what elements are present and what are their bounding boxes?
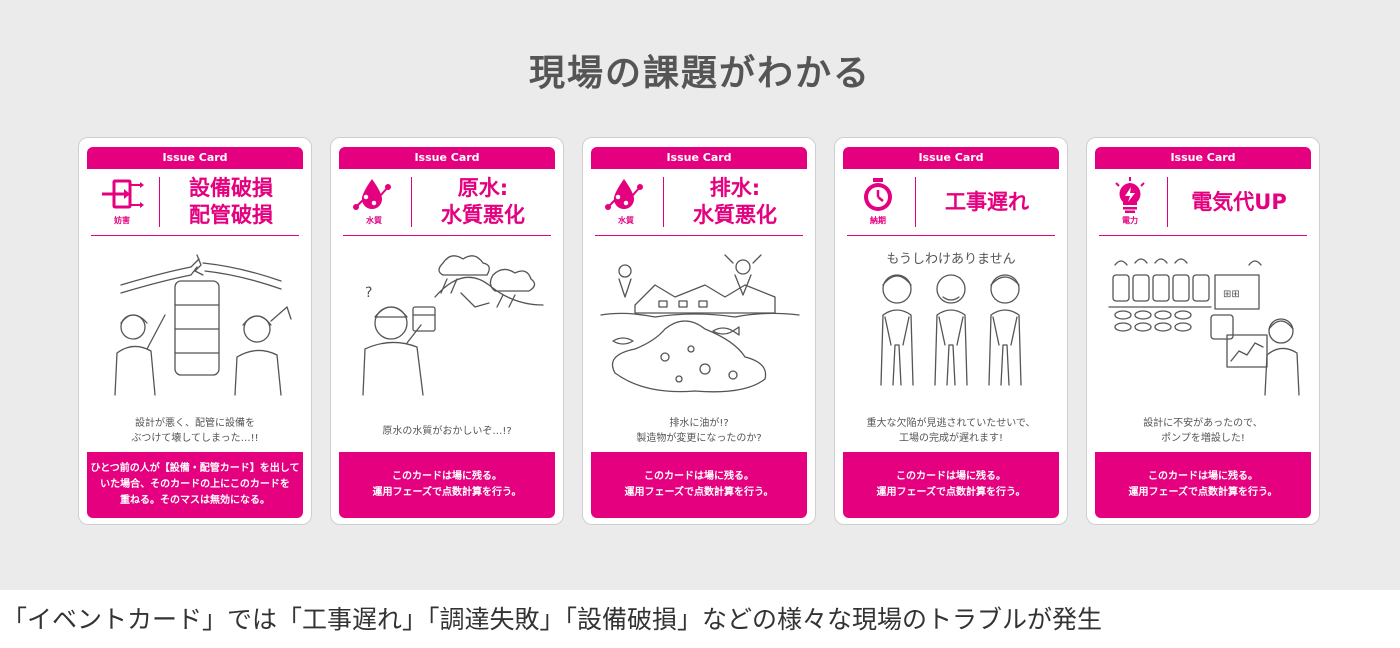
card-footer: このカードは場に残る。 運用フェーズで点数計算を行う。 (591, 452, 807, 518)
card-footer: このカードは場に残る。 運用フェーズで点数計算を行う。 (339, 452, 555, 518)
card-caption: 原水の水質がおかしいぞ…!? (343, 409, 551, 453)
card-caption: 設計が悪く、配管に設備を ぶつけて壊してしまった…!! (91, 409, 299, 453)
card-header: Issue Card (591, 147, 807, 169)
card-caption: 重大な欠陥が見逃されていたせいで、 工場の完成が遅れます! (847, 409, 1055, 453)
pipe-damage-icon (102, 179, 144, 209)
card-category: 電力 (1099, 175, 1161, 233)
caption-line-2: 工場の完成が遅れます! (898, 433, 1003, 444)
card-title-line-1: 電気代UP (1191, 189, 1287, 214)
page-heading: 現場の課題がわかる (528, 53, 871, 94)
card-title-line-1: 工事遅れ (945, 189, 1029, 214)
card-category: 水質 (595, 175, 657, 233)
card-titlebar: 水質 排水: 水質悪化 (595, 169, 803, 236)
card-title-line-1: 排水: (709, 176, 761, 200)
svg-text:⊞⊞: ⊞⊞ (1223, 289, 1240, 300)
water-check-illustration: ? (362, 255, 544, 396)
broken-pipe-illustration (114, 254, 292, 396)
card-title: 工事遅れ (919, 169, 1055, 235)
category-label: 水質 (618, 216, 634, 225)
footer-line-1: このカードは場に残る。 (644, 471, 754, 482)
stopwatch-icon (864, 178, 892, 211)
card-title: 設備破損 配管破損 (163, 169, 299, 235)
card-body: Issue Card 電力 (1095, 147, 1311, 518)
footer-line-2: 運用フェーズで点数計算を行う。 (876, 487, 1026, 498)
card-category: 妨害 (91, 175, 153, 233)
caption-line-1: 重大な欠陥が見逃されていたせいで、 (866, 418, 1036, 429)
card-title-line-2: 水質悪化 (441, 203, 525, 227)
card-titlebar: 電力 電気代UP (1099, 169, 1307, 236)
title-divider (915, 177, 916, 227)
issue-card-2[interactable]: Issue Card 水質 (330, 137, 564, 525)
card-body: Issue Card 水質 (339, 147, 555, 518)
card-title-line-1: 設備破損 (189, 176, 273, 200)
card-title-line-2: 配管破損 (189, 203, 273, 227)
category-label: 水質 (366, 216, 382, 225)
card-title-line-1: 原水: (457, 176, 509, 200)
caption-line-2: ぶつけて壊してしまった…!! (131, 433, 259, 444)
category-label: 納期 (870, 216, 886, 225)
footer-line-2: 運用フェーズで点数計算を行う。 (624, 487, 774, 498)
issue-card-1[interactable]: Issue Card 妨害 (78, 137, 312, 525)
card-header: Issue Card (339, 147, 555, 169)
card-footer: このカードは場に残る。 運用フェーズで点数計算を行う。 (1095, 452, 1311, 518)
issue-card-3[interactable]: Issue Card 水質 (582, 137, 816, 525)
card-body: Issue Card 妨害 (87, 147, 303, 518)
card-titlebar: 納期 工事遅れ (847, 169, 1055, 236)
card-header: Issue Card (1095, 147, 1311, 169)
caption-line-1: 設計に不安があったので、 (1143, 418, 1263, 429)
footer-line-1: ひとつ前の人が【設備・配管カード】を出して (90, 463, 300, 474)
description-text: 「イベントカード」では「工事遅れ」「調達失敗」「設備破損」などの様々な現場のトラ… (2, 605, 1103, 634)
pumps-illustration: ⊞⊞ (1108, 258, 1300, 396)
card-caption: 設計に不安があったので、 ポンプを増設した! (1099, 409, 1307, 453)
card-category: 水質 (343, 175, 405, 233)
svg-text:?: ? (365, 285, 372, 301)
title-divider (411, 177, 412, 227)
water-quality-icon (605, 179, 643, 210)
footer-line-2: いた場合、そのカードの上にこのカードを (100, 479, 290, 490)
caption-line-1: 原水の水質がおかしいぞ…!? (382, 425, 512, 437)
category-label: 妨害 (114, 216, 130, 225)
card-body: Issue Card 納期 工事遅れ (843, 147, 1059, 518)
card-titlebar: 水質 原水: 水質悪化 (343, 169, 551, 236)
footer-line-1: このカードは場に残る。 (392, 471, 502, 482)
caption-line-1: 排水に油が!? (669, 418, 729, 429)
footer-line-3: 重ねる。そのマスは無効になる。 (120, 495, 270, 506)
card-footer: ひとつ前の人が【設備・配管カード】を出して いた場合、そのカードの上にこのカード… (87, 452, 303, 518)
title-divider (663, 177, 664, 227)
footer-line-1: このカードは場に残る。 (896, 471, 1006, 482)
issue-card-5[interactable]: Issue Card 電力 (1086, 137, 1320, 525)
caption-line-2: ポンプを増設した! (1161, 433, 1245, 444)
footer-line-1: このカードは場に残る。 (1148, 471, 1258, 482)
title-divider (159, 177, 160, 227)
water-quality-icon (353, 179, 391, 210)
card-header: Issue Card (87, 147, 303, 169)
card-title: 原水: 水質悪化 (415, 169, 551, 235)
issue-card-4[interactable]: Issue Card 納期 工事遅れ (834, 137, 1068, 525)
hero-panel: 現場の課題がわかる Issue Card (0, 0, 1400, 590)
card-category: 納期 (847, 175, 909, 233)
footer-line-2: 運用フェーズで点数計算を行う。 (372, 487, 522, 498)
category-label: 電力 (1122, 216, 1138, 225)
card-caption: 排水に油が!? 製造物が変更になったのか? (595, 409, 803, 453)
footer-line-2: 運用フェーズで点数計算を行う。 (1128, 487, 1278, 498)
oil-spill-illustration (600, 254, 800, 393)
title-divider (1167, 177, 1168, 227)
card-header: Issue Card (843, 147, 1059, 169)
lightbulb-icon (1115, 177, 1145, 213)
card-footer: このカードは場に残る。 運用フェーズで点数計算を行う。 (843, 452, 1059, 518)
apology-text: もうしわけありません (886, 252, 1015, 267)
card-titlebar: 妨害 設備破損 配管破損 (91, 169, 299, 236)
card-title: 電気代UP (1171, 169, 1307, 235)
card-title: 排水: 水質悪化 (667, 169, 803, 235)
caption-line-2: 製造物が変更になったのか? (636, 433, 762, 444)
card-title-line-2: 水質悪化 (693, 203, 777, 227)
card-body: Issue Card 水質 (591, 147, 807, 518)
bowing-workers-illustration: もうしわけありません (880, 252, 1022, 386)
card-row: Issue Card 妨害 (78, 137, 1320, 527)
caption-line-1: 設計が悪く、配管に設備を (135, 418, 255, 429)
